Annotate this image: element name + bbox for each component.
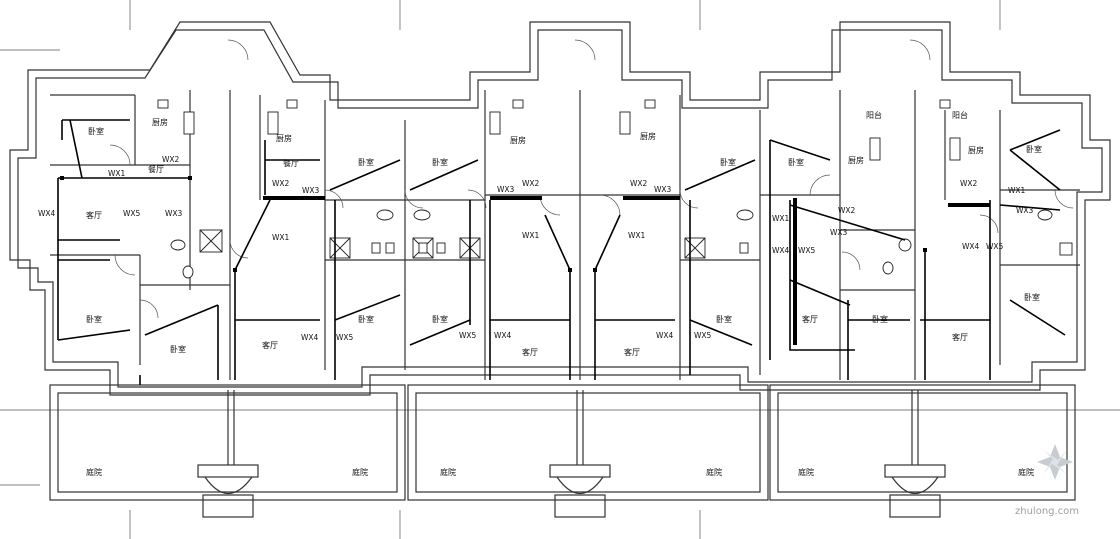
circuit-tag-wx1: WX1 (108, 169, 126, 178)
interior-walls (50, 90, 1080, 380)
room-label-bedroom: 卧室 (720, 157, 736, 167)
circuit-tag-wx4: WX4 (38, 209, 56, 218)
room-label-yard: 庭院 (86, 467, 102, 477)
watermark-text: zhulong.com (1015, 506, 1079, 517)
entry-steps (197, 390, 946, 518)
room-label-yard: 庭院 (798, 467, 814, 477)
exterior-walls (9, 21, 1111, 396)
circuit-tag-wx3: WX3 (165, 209, 183, 218)
room-label-yard: 庭院 (706, 467, 722, 477)
circuit-tag-wx1: WX1 (272, 233, 290, 242)
room-label-living: 客厅 (86, 210, 102, 220)
circuit-tag-wx2: WX2 (162, 155, 180, 164)
room-label-bedroom: 卧室 (432, 157, 448, 167)
circuit-tags: WX1 WX2 WX4 WX5 WX3 WX2 WX3 WX1 WX4 WX5 … (38, 155, 1034, 342)
circuit-tag-wx5: WX5 (986, 242, 1004, 251)
room-label-bedroom: 卧室 (716, 314, 732, 324)
room-label-kitchen: 厨房 (640, 131, 656, 141)
room-label-bedroom: 卧室 (88, 126, 104, 136)
circuit-tag-wx4: WX4 (656, 331, 674, 340)
circuit-tag-wx3: WX3 (1016, 206, 1034, 215)
circuit-tag-wx2: WX2 (522, 179, 540, 188)
circuit-tag-wx4: WX4 (962, 242, 980, 251)
circuit-tag-wx4: WX4 (301, 333, 319, 342)
circuit-tag-wx2: WX2 (838, 206, 856, 215)
room-label-kitchen: 厨房 (152, 117, 168, 127)
circuit-tag-wx4: WX4 (772, 246, 790, 255)
junction-marks (60, 176, 952, 272)
circuit-tag-wx3: WX3 (497, 185, 515, 194)
door-swings (109, 39, 1074, 319)
room-label-living: 客厅 (624, 347, 640, 357)
room-label-balcony: 阳台 (952, 110, 968, 120)
room-label-living: 客厅 (522, 347, 538, 357)
circuit-tag-wx1: WX1 (628, 231, 646, 240)
room-label-living: 客厅 (952, 332, 968, 342)
room-label-dining: 餐厅 (148, 165, 164, 174)
circuit-tag-wx3: WX3 (830, 228, 848, 237)
circuit-tag-wx2: WX2 (960, 179, 978, 188)
room-label-living: 客厅 (802, 314, 818, 324)
room-label-yard: 庭院 (352, 467, 368, 477)
room-labels: 卧室 客厅 卧室 卧室 客厅 厨房 餐厅 厨房 餐厅 卧室 卧室 卧室 卧室 厨… (86, 110, 1042, 477)
circuit-tag-wx5: WX5 (459, 331, 477, 340)
room-label-dining: 餐厅 (283, 159, 299, 168)
circuit-tag-wx3: WX3 (654, 185, 672, 194)
room-label-kitchen: 厨房 (848, 155, 864, 165)
circuit-tag-wx2: WX2 (272, 179, 290, 188)
circuit-tag-wx3: WX3 (302, 186, 320, 195)
circuit-tag-wx1: WX1 (772, 214, 790, 223)
room-label-bedroom: 卧室 (1024, 292, 1040, 302)
circuit-tag-wx1: WX1 (522, 231, 540, 240)
circuit-tag-wx1: WX1 (1008, 186, 1026, 195)
room-label-yard: 庭院 (440, 467, 456, 477)
room-label-bedroom: 卧室 (358, 314, 374, 324)
wiring (57, 119, 1066, 385)
circuit-tag-wx5: WX5 (694, 331, 712, 340)
plumbing-fixtures (157, 99, 1073, 279)
room-label-bedroom: 卧室 (432, 314, 448, 324)
room-label-living: 客厅 (262, 340, 278, 350)
room-label-kitchen: 厨房 (968, 145, 984, 155)
circuit-tag-wx2: WX2 (630, 179, 648, 188)
room-label-bedroom: 卧室 (1026, 144, 1042, 154)
room-label-kitchen: 厨房 (510, 135, 526, 145)
room-label-bedroom: 卧室 (358, 157, 374, 167)
room-label-yard: 庭院 (1018, 467, 1034, 477)
room-label-kitchen: 厨房 (276, 133, 292, 143)
room-label-bedroom: 卧室 (872, 314, 888, 324)
circuit-tag-wx5: WX5 (336, 333, 354, 342)
room-label-balcony: 阳台 (866, 110, 882, 120)
room-label-bedroom: 卧室 (170, 344, 186, 354)
watermark: zhulong.com (1015, 444, 1079, 517)
circuit-tag-wx4: WX4 (494, 331, 512, 340)
room-label-bedroom: 卧室 (86, 314, 102, 324)
yard-walls (49, 384, 1076, 501)
watermark-logo-icon (1037, 444, 1073, 480)
circuit-tag-wx5: WX5 (123, 209, 141, 218)
room-label-bedroom: 卧室 (788, 157, 804, 167)
circuit-tag-wx5: WX5 (798, 246, 816, 255)
